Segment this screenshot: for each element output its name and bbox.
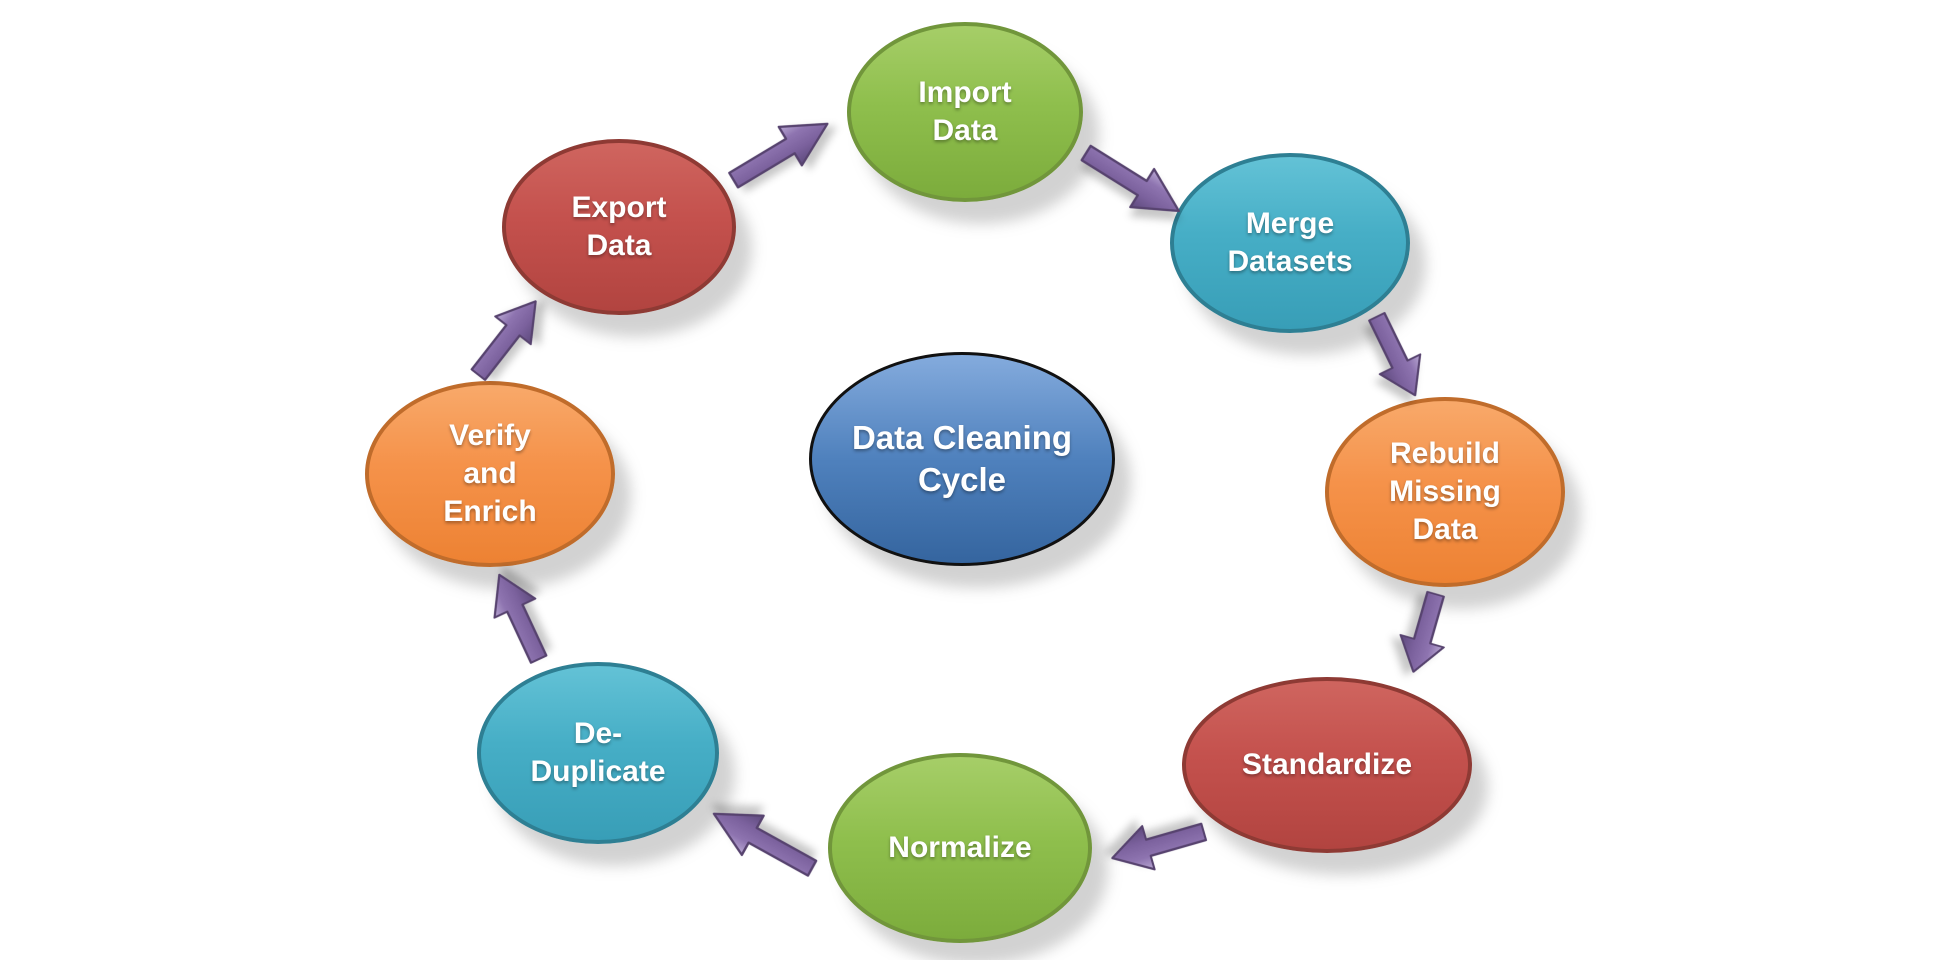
label-line: Data: [932, 114, 998, 147]
block-arrow-shape: [470, 300, 537, 381]
label-line: De-: [573, 717, 623, 750]
block-arrow-shape: [712, 812, 818, 877]
node-export-data: Export Data: [502, 139, 736, 315]
center-node-label: Data Cleaning Cycle: [852, 417, 1072, 501]
label-line: Data: [1412, 513, 1478, 546]
node-rebuild-missing-data: Rebuild Missing Data: [1325, 397, 1565, 587]
node-merge-datasets-label: Merge Datasets: [1227, 205, 1352, 281]
node-rebuild-missing-data-label: Rebuild Missing Data: [1389, 435, 1501, 549]
node-standardize-label: Standardize: [1242, 746, 1412, 784]
arrow-export-data-to-import-data: [727, 122, 829, 189]
label-line: Normalize: [888, 831, 1032, 864]
node-verify-and-enrich: Verify and Enrich: [365, 381, 615, 567]
node-export-data-label: Export Data: [571, 189, 666, 265]
label-line: Merge: [1245, 207, 1335, 240]
arrow-import-data-to-merge-datasets: [1080, 144, 1180, 213]
label-line: Enrich: [443, 495, 537, 528]
arrow-de-duplicate-to-verify-and-enrich: [493, 573, 548, 664]
label-line: Data: [586, 229, 652, 262]
label-line: Export: [571, 191, 667, 224]
label-line: Import: [918, 76, 1012, 109]
node-import-data-label: Import Data: [918, 74, 1011, 150]
label-line: Cycle: [917, 461, 1007, 498]
node-import-data: Import Data: [847, 22, 1083, 202]
block-arrow-shape: [1368, 312, 1422, 397]
arrow-standardize-to-normalize: [1111, 822, 1208, 871]
block-arrow-shape: [1111, 822, 1208, 871]
center-node-data-cleaning-cycle: Data Cleaning Cycle: [809, 352, 1115, 566]
node-de-duplicate-label: De- Duplicate: [530, 715, 665, 791]
node-verify-and-enrich-label: Verify and Enrich: [443, 417, 536, 531]
label-line: Missing: [1389, 475, 1501, 508]
block-arrow-shape: [727, 122, 829, 189]
label-line: Datasets: [1227, 245, 1353, 278]
node-standardize: Standardize: [1182, 677, 1472, 853]
label-line: Duplicate: [530, 755, 666, 788]
label-line: Rebuild: [1390, 437, 1500, 470]
label-line: and: [463, 457, 517, 490]
node-de-duplicate: De- Duplicate: [477, 662, 719, 844]
label-line: Verify: [449, 419, 531, 452]
arrow-rebuild-missing-data-to-standardize: [1398, 590, 1445, 673]
node-merge-datasets: Merge Datasets: [1170, 153, 1410, 333]
block-arrow-shape: [1398, 590, 1445, 673]
label-line: Data Cleaning: [851, 419, 1073, 456]
arrow-merge-datasets-to-rebuild-missing-data: [1368, 312, 1422, 397]
arrow-normalize-to-de-duplicate: [712, 812, 818, 877]
block-arrow-shape: [1080, 144, 1180, 213]
label-line: Standardize: [1241, 748, 1413, 781]
node-normalize: Normalize: [828, 753, 1092, 943]
block-arrow-shape: [493, 573, 548, 664]
node-normalize-label: Normalize: [888, 829, 1031, 867]
arrow-verify-and-enrich-to-export-data: [470, 300, 537, 381]
